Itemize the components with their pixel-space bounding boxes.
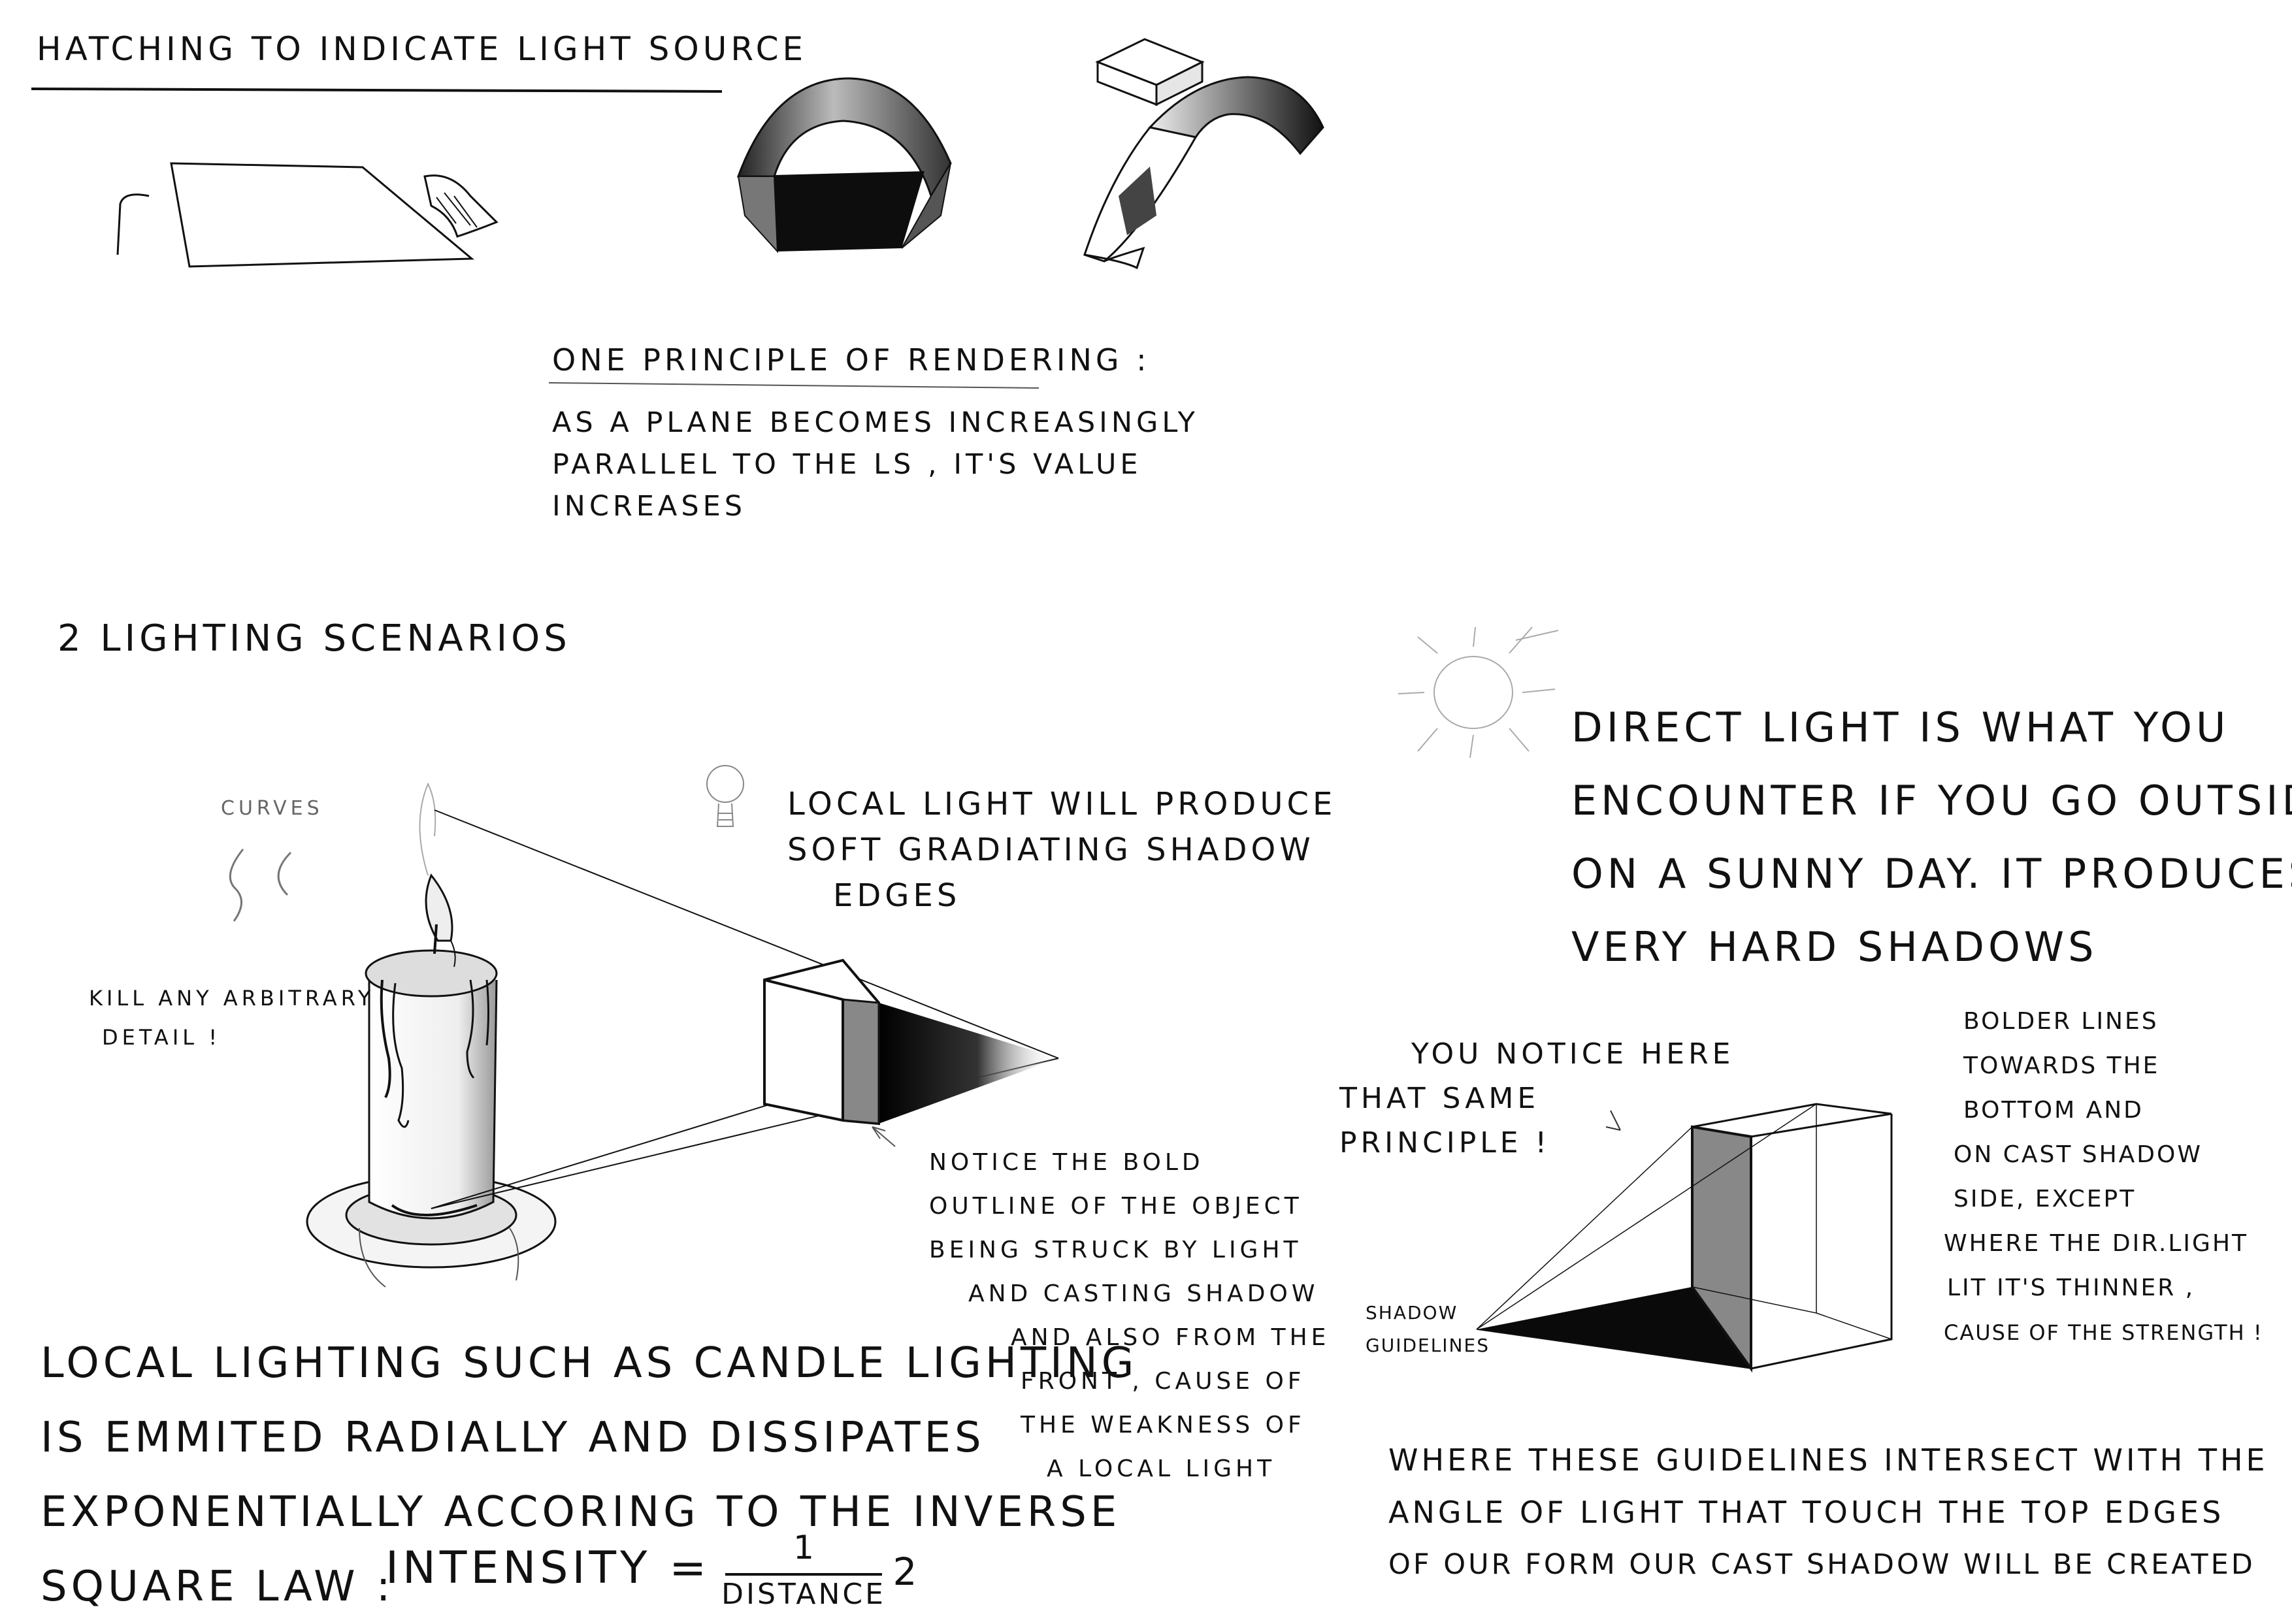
plane-sketch-icon xyxy=(116,162,499,268)
principle-line: PARALLEL TO THE LS , IT'S VALUE xyxy=(552,448,1142,481)
kill-detail-line: KILL ANY ARBITRARY xyxy=(89,986,375,1011)
same-principle-note: YOU NOTICE HERE THAT SAME PRINCIPLE ! xyxy=(1339,1032,1734,1165)
local-light-line: SOFT GRADIATING SHADOW xyxy=(787,832,1315,868)
bolder-lines-line: CAUSE OF THE STRENGTH ! xyxy=(1944,1320,2263,1345)
principle-title: ONE PRINCIPLE OF RENDERING : xyxy=(552,342,1151,378)
bold-outline-line: AND CASTING SHADOW xyxy=(968,1280,1319,1307)
local-light-line: EDGES xyxy=(833,877,961,914)
bolder-lines-line: TOWARDS THE xyxy=(1963,1052,2160,1079)
bolder-lines-line: SIDE, EXCEPT xyxy=(1954,1186,2136,1212)
local-lighting-line: EXPONENTIALLY ACCORING TO THE INVERSE xyxy=(41,1488,1121,1536)
shadow-guidelines-label: SHADOW GUIDELINES xyxy=(1366,1297,1490,1362)
bolder-lines-line: WHERE THE DIR.LIGHT xyxy=(1944,1230,2249,1257)
formula-numerator: 1 xyxy=(793,1529,814,1567)
same-principle-line: PRINCIPLE ! xyxy=(1339,1126,1551,1160)
arch-sketch-icon xyxy=(736,77,952,253)
local-lighting-line: LOCAL LIGHTING SUCH AS CANDLE LIGHTING xyxy=(41,1339,1138,1388)
same-principle-line: THAT SAME xyxy=(1339,1082,1540,1115)
bolder-lines-line: BOLDER LINES xyxy=(1963,1008,2159,1035)
candle-sketch-icon xyxy=(306,782,557,1288)
direct-light-note: DIRECT LIGHT IS WHAT YOU ENCOUNTER IF YO… xyxy=(1571,691,2292,984)
header-underline xyxy=(31,88,723,93)
bolder-lines-note: BOLDER LINES TOWARDS THE BOTTOM AND ON C… xyxy=(1944,999,2263,1355)
guidelines-intersect-line: OF OUR FORM OUR CAST SHADOW WILL BE CREA… xyxy=(1388,1548,2255,1581)
guidelines-intersect-note: WHERE THESE GUIDELINES INTERSECT WITH TH… xyxy=(1388,1434,2268,1591)
bold-outline-line: BEING STRUCK BY LIGHT xyxy=(929,1237,1302,1263)
direct-light-line: VERY HARD SHADOWS xyxy=(1571,923,2098,971)
notice-arrow-icon xyxy=(872,1126,896,1147)
kill-detail-line: DETAIL ! xyxy=(102,1025,221,1050)
bold-outline-note: NOTICE THE BOLD OUTLINE OF THE OBJECT BE… xyxy=(929,1141,1330,1491)
local-lighting-note: LOCAL LIGHTING SUCH AS CANDLE LIGHTING I… xyxy=(41,1326,1138,1624)
bolder-lines-line: BOTTOM AND xyxy=(1963,1097,2144,1124)
bold-outline-line: OUTLINE OF THE OBJECT xyxy=(929,1193,1303,1220)
guidelines-intersect-line: ANGLE OF LIGHT THAT TOUCH THE TOP EDGES xyxy=(1388,1495,2225,1530)
principle-line: INCREASES xyxy=(552,490,747,523)
shadow-guidelines-line: SHADOW xyxy=(1366,1302,1458,1324)
scenarios-title: 2 LIGHTING SCENARIOS xyxy=(57,617,571,660)
shadow-guidelines-line: GUIDELINES xyxy=(1366,1335,1490,1356)
local-light-note: LOCAL LIGHT WILL PRODUCE SOFT GRADIATING… xyxy=(787,781,1336,918)
direct-light-diagram xyxy=(1476,1103,1893,1373)
local-lighting-line: SQUARE LAW : xyxy=(41,1563,395,1611)
kill-detail-note: KILL ANY ARBITRARY DETAIL ! xyxy=(89,979,374,1057)
local-lighting-line: IS EMMITED RADIALLY AND DISSIPATES xyxy=(41,1414,985,1462)
guidelines-intersect-line: WHERE THESE GUIDELINES INTERSECT WITH TH… xyxy=(1388,1442,2268,1478)
local-light-line: LOCAL LIGHT WILL PRODUCE xyxy=(787,786,1337,822)
formula-exponent: 2 xyxy=(892,1550,917,1594)
bold-outline-line: NOTICE THE BOLD xyxy=(929,1149,1204,1176)
formula-lhs: INTENSITY = xyxy=(385,1542,711,1594)
direct-light-line: DIRECT LIGHT IS WHAT YOU xyxy=(1571,704,2230,751)
header-title: HATCHING TO INDICATE LIGHT SOURCE xyxy=(37,30,808,68)
bolder-lines-line: ON CAST SHADOW xyxy=(1954,1141,2202,1168)
formula-denominator: DISTANCE xyxy=(721,1578,886,1611)
formula-fraction-bar xyxy=(725,1573,882,1576)
bold-outline-line: A LOCAL LIGHT xyxy=(1047,1455,1276,1482)
light-bulb-icon xyxy=(706,765,744,827)
bold-outline-line: THE WEAKNESS OF xyxy=(1021,1412,1305,1438)
bent-strip-sketch-icon xyxy=(1083,38,1324,270)
principle-underline xyxy=(548,382,1040,389)
same-principle-line: YOU NOTICE HERE xyxy=(1411,1037,1735,1071)
principle-body: AS A PLANE BECOMES INCREASINGLY PARALLEL… xyxy=(552,402,1199,527)
principle-line: AS A PLANE BECOMES INCREASINGLY xyxy=(552,406,1199,439)
sun-icon xyxy=(1398,626,1559,758)
direct-light-line: ON A SUNNY DAY. IT PRODUCES xyxy=(1571,850,2292,898)
bold-outline-line: FRONT , CAUSE OF xyxy=(1021,1368,1305,1395)
bolder-lines-line: LIT IT'S THINNER , xyxy=(1947,1275,2195,1301)
curves-sample-icon xyxy=(229,849,292,922)
bold-outline-line: AND ALSO FROM THE xyxy=(1011,1324,1330,1351)
local-light-diagram xyxy=(431,809,1059,1209)
direct-light-line: ENCOUNTER IF YOU GO OUTSIDE xyxy=(1571,777,2292,824)
curves-label: CURVES xyxy=(221,797,323,820)
